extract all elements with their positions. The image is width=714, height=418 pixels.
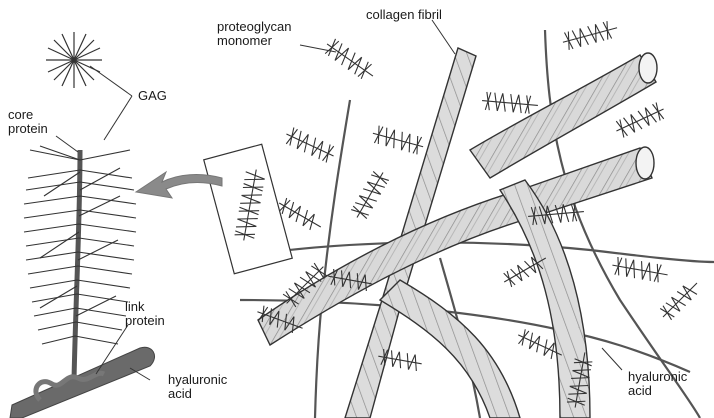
label-acid-left: acid bbox=[168, 387, 227, 401]
label-hyaluronic-left: hyaluronic bbox=[168, 373, 227, 387]
label-collagen-fibril: collagen fibril bbox=[366, 8, 442, 22]
label-gag: GAG bbox=[138, 89, 167, 103]
label-proteoglycan: proteoglycan bbox=[217, 20, 291, 34]
label-hyaluronic-acid-left: hyaluronic acid bbox=[168, 373, 227, 401]
label-protein: protein bbox=[8, 122, 48, 136]
label-core: core bbox=[8, 108, 48, 122]
label-hyaluronic-right: hyaluronic bbox=[628, 370, 687, 384]
inset-box bbox=[204, 144, 292, 274]
fibril-end-right bbox=[636, 147, 654, 179]
fibril-end-top bbox=[639, 53, 657, 83]
label-monomer: monomer bbox=[217, 34, 291, 48]
enlargement-arrow bbox=[136, 172, 222, 198]
label-hyaluronic-acid-right: hyaluronic acid bbox=[628, 370, 687, 398]
label-link-protein: link protein bbox=[125, 300, 165, 328]
label-link-protein-2: protein bbox=[125, 314, 165, 328]
label-proteoglycan-monomer: proteoglycan monomer bbox=[217, 20, 291, 48]
label-link: link bbox=[125, 300, 165, 314]
enlarged-monomer bbox=[10, 32, 155, 418]
label-core-protein: core protein bbox=[8, 108, 48, 136]
core-protein-stem bbox=[74, 150, 80, 380]
collagen-fibril-lower bbox=[380, 280, 520, 418]
gag-starburst bbox=[46, 32, 102, 88]
hyaluronic-acid-rod bbox=[10, 347, 155, 418]
label-acid-right: acid bbox=[628, 384, 687, 398]
